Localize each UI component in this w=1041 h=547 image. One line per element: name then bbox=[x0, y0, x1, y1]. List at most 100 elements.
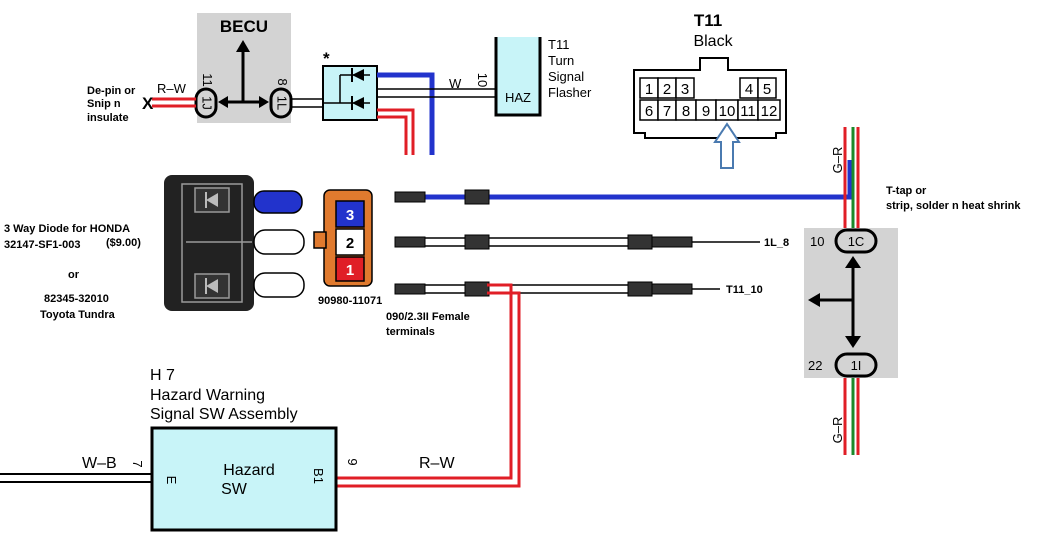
wire-label-t1110: T11_10 bbox=[726, 284, 763, 296]
orange-connector-latch bbox=[313, 231, 327, 249]
hazard-line2: Hazard Warning bbox=[150, 387, 265, 404]
t11-pin-bottom-0: 6 bbox=[645, 103, 653, 120]
diode-module-body bbox=[164, 175, 254, 311]
hazard-pin-b1: B1 bbox=[311, 468, 326, 484]
flasher-wire-label: W bbox=[449, 76, 462, 91]
tap-wire-bottom: G–R bbox=[830, 417, 845, 444]
terminals-line2: terminals bbox=[386, 326, 435, 338]
hazard-line1: H 7 bbox=[150, 367, 175, 384]
depin-line1: De-pin or bbox=[87, 85, 136, 97]
t11-pin-top-0: 1 bbox=[645, 81, 653, 98]
depin-line3: insulate bbox=[87, 112, 129, 124]
diode-symbol-top-icon bbox=[352, 69, 364, 81]
diode-price: ($9.00) bbox=[106, 237, 141, 249]
t11-pin-bottom-2: 8 bbox=[682, 103, 690, 120]
crimp-w3-4 bbox=[651, 283, 693, 295]
connector-pin-1: 1 bbox=[346, 262, 354, 279]
connector-cavity-2 bbox=[335, 228, 365, 256]
becu-arrow-left-icon bbox=[218, 96, 228, 108]
t11-pin-top-3: 4 bbox=[745, 81, 753, 98]
flasher-label4: Flasher bbox=[548, 85, 592, 100]
t11-cell-top-4 bbox=[757, 77, 777, 99]
crimp-w2-4 bbox=[651, 236, 693, 248]
connector-cavity-3 bbox=[335, 200, 365, 228]
connector-pin-3: 3 bbox=[346, 207, 354, 224]
hazard-num-left: 7 bbox=[130, 460, 145, 467]
tap-line1: T-tap or bbox=[886, 185, 927, 197]
flasher-box bbox=[494, 37, 542, 117]
tap-wire-top: G–R bbox=[830, 147, 845, 174]
diode-symbol-bottom-icon bbox=[352, 97, 364, 109]
t11-pin-top-1: 2 bbox=[663, 81, 671, 98]
wire-label-1l8: 1L_8 bbox=[764, 237, 789, 249]
flasher-label3: Signal bbox=[548, 69, 584, 84]
tap-line2: strip, solder n heat shrink bbox=[886, 200, 1021, 212]
red-wire-top-a bbox=[377, 108, 415, 155]
t11-pin-bottom-6: 12 bbox=[761, 103, 778, 120]
tap-arrow-up-icon bbox=[845, 256, 861, 268]
blue-wire-top bbox=[377, 72, 435, 155]
t11-cell-bottom-6 bbox=[757, 99, 781, 121]
becu-pin-1j-code: 1J bbox=[200, 96, 215, 110]
t11-pin-bottom-5: 11 bbox=[740, 103, 756, 120]
connector-cavity-1 bbox=[335, 256, 365, 282]
becu-pin-1l-code: 1L bbox=[275, 96, 290, 110]
flasher-label1: T11 bbox=[548, 37, 569, 52]
gr-wire-top bbox=[843, 127, 860, 230]
flasher-code: HAZ bbox=[505, 90, 531, 105]
crimp-w3-1 bbox=[394, 283, 426, 295]
becu-arrow-up-icon bbox=[236, 40, 250, 52]
terminals-line1: 090/2.3II Female bbox=[386, 311, 470, 323]
connector-part: 90980-11071 bbox=[318, 295, 382, 307]
t11-cell-top-2 bbox=[675, 77, 695, 99]
hazard-wire-left: W–B bbox=[82, 455, 117, 472]
tap-pin-1c bbox=[834, 228, 878, 254]
hazard-body2: SW bbox=[221, 481, 248, 498]
hazard-body1: Hazard bbox=[223, 462, 275, 479]
diode-alt2: Toyota Tundra bbox=[40, 309, 116, 321]
hazard-num-right: 9 bbox=[345, 458, 360, 465]
red-wire-top-b bbox=[377, 115, 408, 155]
depin-wire-label: R–W bbox=[157, 81, 187, 96]
crimp-blue-1 bbox=[394, 191, 426, 203]
crimp-w3-3 bbox=[627, 281, 653, 297]
tap-arrow-down-icon bbox=[845, 336, 861, 348]
becu-pin-1l-num: 8 bbox=[275, 78, 290, 85]
rw-wire-hazard-b bbox=[336, 291, 521, 488]
t11-pin-top-4: 5 bbox=[763, 81, 771, 98]
t11-pin-top-2: 3 bbox=[681, 81, 689, 98]
hazard-pin-e: E bbox=[164, 476, 179, 485]
becu-title: BECU bbox=[220, 17, 268, 36]
t11-pin10-arrow-icon bbox=[713, 122, 741, 169]
diode-terminal-white bbox=[253, 229, 305, 255]
becu-pin-1j bbox=[194, 87, 218, 119]
hazard-line3: Signal SW Assembly bbox=[150, 406, 298, 423]
becu-arrow-right-icon bbox=[259, 96, 269, 108]
diode-module-sym-bottom-icon bbox=[206, 279, 218, 293]
rw-wire-hazard-a bbox=[336, 283, 513, 480]
diode-module-inner bbox=[181, 183, 243, 303]
crimp-w2-3 bbox=[627, 234, 653, 250]
t11-pin-bottom-3: 9 bbox=[702, 103, 710, 120]
tap-pin-1c-num: 10 bbox=[810, 234, 824, 249]
diode-alt1: 82345-32010 bbox=[44, 293, 109, 305]
crimp-w2-2 bbox=[464, 234, 490, 250]
t11-subtitle: Black bbox=[693, 33, 733, 50]
depin-line2: Snip n bbox=[87, 98, 121, 110]
t11-pin-bottom-1: 7 bbox=[663, 103, 671, 120]
tap-arrow-left-icon bbox=[808, 293, 820, 307]
tap-pin-1c-code: 1C bbox=[848, 234, 865, 249]
crimp-w3-2 bbox=[464, 281, 490, 297]
tap-pin-1i bbox=[834, 352, 878, 378]
diode-terminal-blue bbox=[253, 190, 303, 214]
hazard-wire-right: R–W bbox=[419, 455, 455, 472]
t11-title: T11 bbox=[694, 11, 722, 30]
becu-pin-1j-num: 11 bbox=[200, 73, 215, 87]
tap-pin-1i-num: 22 bbox=[808, 358, 822, 373]
diode-asterisk: * bbox=[323, 49, 330, 68]
diode-module-sym-top-icon bbox=[206, 193, 218, 207]
diode-label2: 32147-SF1-003 bbox=[4, 239, 80, 251]
